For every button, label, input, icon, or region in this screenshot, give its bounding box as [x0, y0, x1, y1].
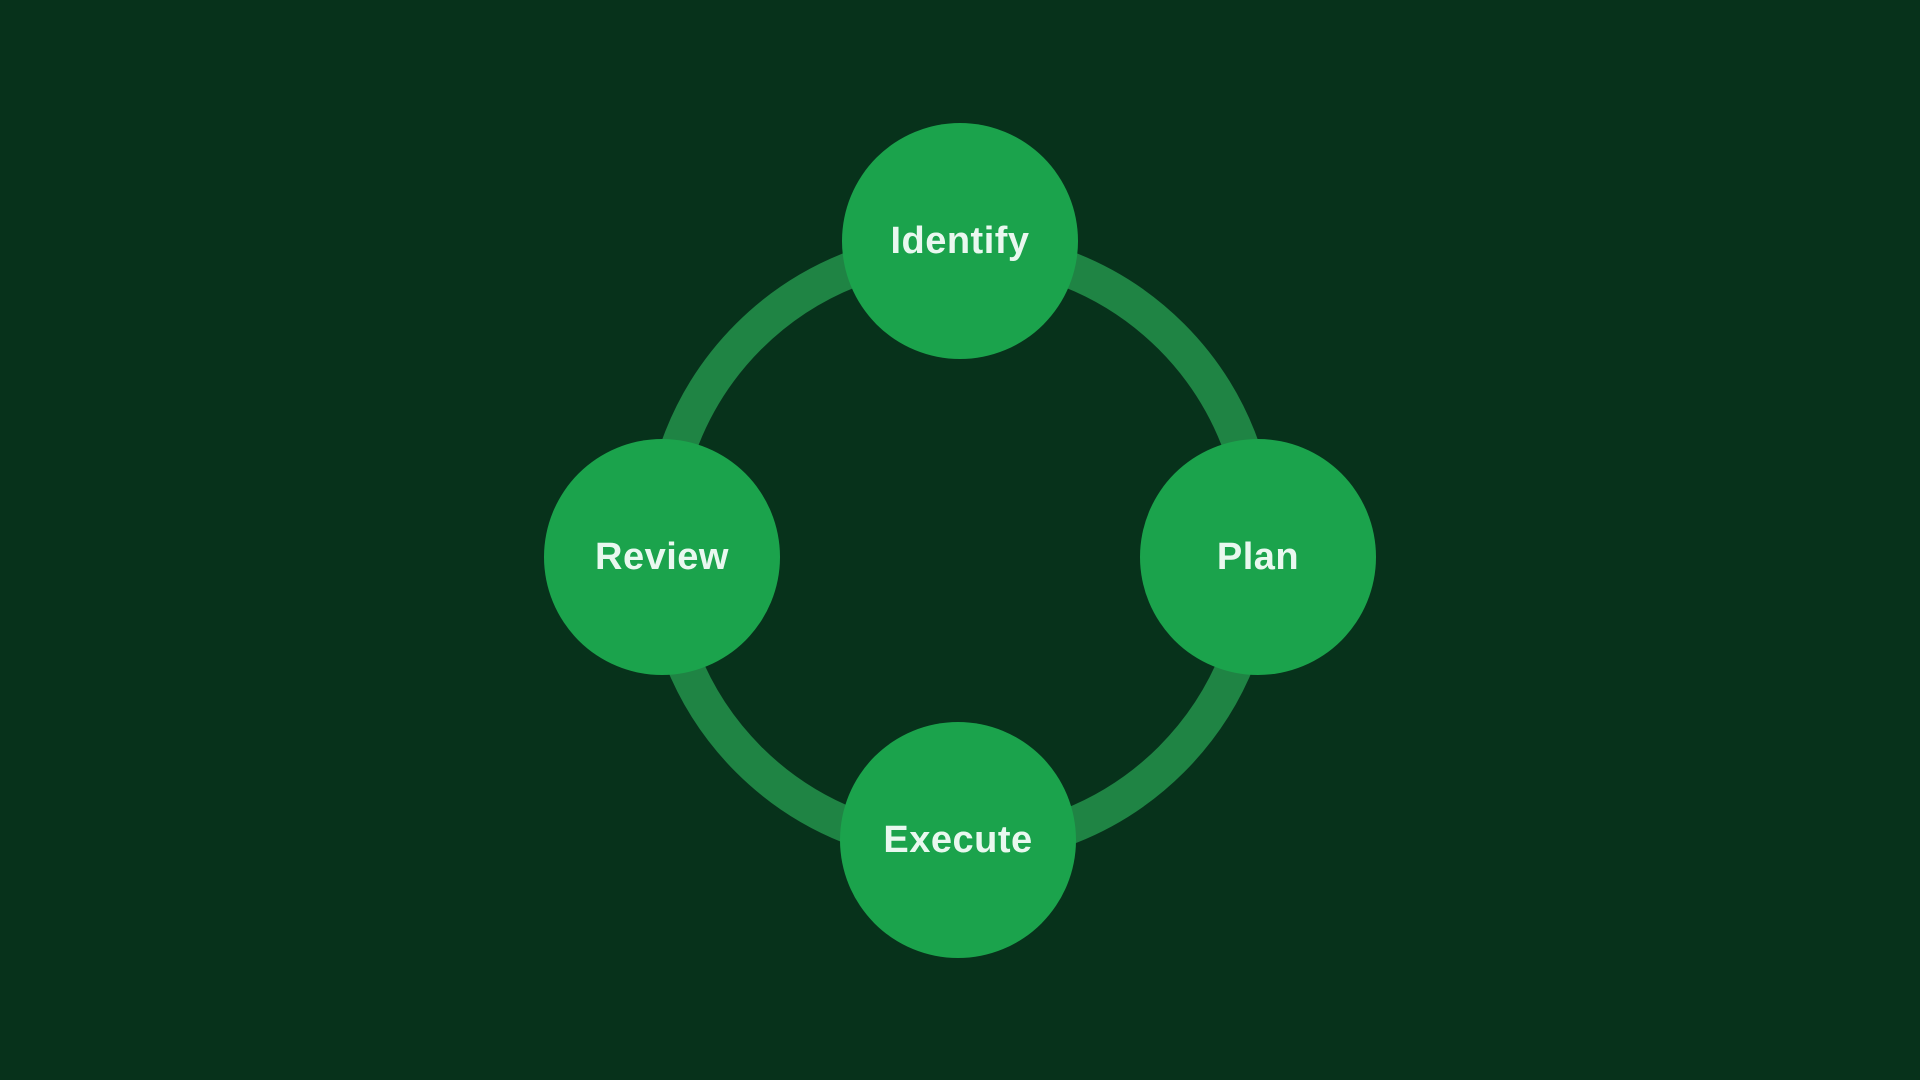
node-review: Review: [544, 439, 780, 675]
node-plan: Plan: [1140, 439, 1376, 675]
node-execute-circle: [840, 722, 1076, 958]
node-identify-circle: [842, 123, 1078, 359]
node-plan-label: Plan: [1217, 536, 1299, 578]
node-review-label: Review: [595, 536, 729, 578]
node-execute-label: Execute: [883, 819, 1032, 861]
node-identify-label: Identify: [890, 220, 1029, 262]
node-plan-circle: [1140, 439, 1376, 675]
node-execute: Execute: [840, 722, 1076, 958]
node-identify: Identify: [842, 123, 1078, 359]
node-review-circle: [544, 439, 780, 675]
